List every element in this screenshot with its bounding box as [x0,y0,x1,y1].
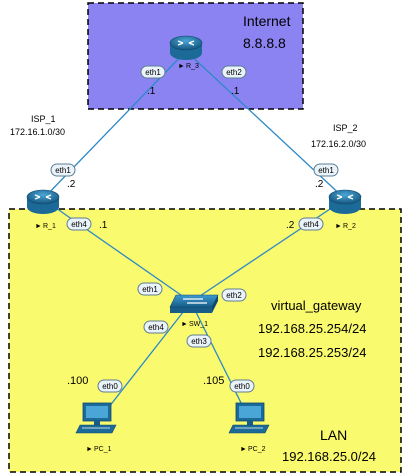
r2-eth4-label: eth4 [303,220,319,229]
computer-icon [228,402,270,434]
svg-text:►: ► [181,321,188,328]
r2-lan-address: .2 [286,220,295,231]
isp1-name: ISP_1 [31,114,56,124]
r3-right-address: .1 [231,86,240,97]
svg-text:►: ► [178,63,185,70]
isp1-subnet: 172.16.1.0/30 [10,127,65,137]
pc2-eth0-label: eth0 [234,382,250,391]
r2-isp-address: .2 [315,179,324,190]
router-r1[interactable]: ► R_1 [26,189,60,230]
switch-icon [169,294,219,313]
r3-eth2-badge: eth2 [221,65,247,79]
pc1-eth0-label: eth0 [102,382,118,391]
link-sw1-pc1 [97,301,192,422]
r1-isp-address: .2 [67,179,76,190]
link-r2-sw1 [190,198,346,303]
r1-eth4-label: eth4 [71,220,87,229]
svg-text:►: ► [35,223,42,230]
link-sw1-pc2 [190,301,251,422]
r2-eth4-badge: eth4 [298,217,324,231]
vgw-ip-2: 192.168.25.253/24 [258,345,366,360]
svg-text:►: ► [240,446,247,453]
router-icon [26,189,60,214]
r1-eth4-badge: eth4 [66,217,92,231]
router-r1-label: R_1 [43,223,56,230]
lan-title: LAN [320,427,347,443]
r3-left-address: .1 [147,86,156,97]
r2-eth1-badge: eth1 [313,163,339,177]
isp2-subnet: 172.16.2.0/30 [311,139,366,149]
r1-lan-address: .1 [99,220,108,231]
r3-eth1-badge: eth1 [140,65,166,79]
pc2-address: .105 [203,375,224,387]
internet-dns: 8.8.8.8 [243,35,286,51]
sw1-eth3-badge: eth3 [186,334,212,348]
svg-text:►: ► [335,223,342,230]
router-icon [328,189,362,214]
pc-pc2-label: PC_2 [248,446,266,453]
router-r2-label: R_2 [343,223,356,230]
switch-sw1-label: SW_1 [189,321,208,328]
lan-subnet: 192.168.25.0/24 [282,449,376,464]
r3-eth2-label: eth2 [226,68,242,77]
svg-text:►: ► [86,446,93,453]
sw1-eth4-badge: eth4 [143,320,169,334]
pc1-eth0-badge: eth0 [97,379,123,393]
r1-eth1-badge: eth1 [50,163,76,177]
pc2-eth0-badge: eth0 [229,379,255,393]
vgw-title: virtual_gateway [271,298,362,313]
isp2-name: ISP_2 [333,123,358,133]
router-r2[interactable]: ► R_2 [328,189,362,230]
r1-eth1-label: eth1 [55,166,71,175]
pc-pc2[interactable]: ► PC_2 [228,402,270,453]
router-icon [169,35,203,60]
link-r1-sw1 [42,198,192,303]
pc1-address: .100 [67,375,88,387]
vgw-ip-1: 192.168.25.254/24 [258,321,366,336]
internet-title: Internet [243,13,291,29]
router-r3-label: R_3 [186,63,199,70]
sw1-eth2-badge: eth2 [221,288,247,302]
pc-pc1-label: PC_1 [94,446,112,453]
sw1-eth3-label: eth3 [191,337,207,346]
r2-eth1-label: eth1 [318,166,334,175]
router-r3[interactable]: ► R_3 [169,35,203,70]
sw1-eth1-label: eth1 [142,285,158,294]
sw1-eth4-label: eth4 [148,323,164,332]
sw1-eth1-badge: eth1 [137,282,163,296]
pc-pc1[interactable]: ► PC_1 [75,402,117,453]
computer-icon [75,402,117,434]
switch-sw1[interactable]: ► SW_1 [169,294,219,328]
r3-eth1-label: eth1 [145,68,161,77]
sw1-eth2-label: eth2 [226,291,242,300]
